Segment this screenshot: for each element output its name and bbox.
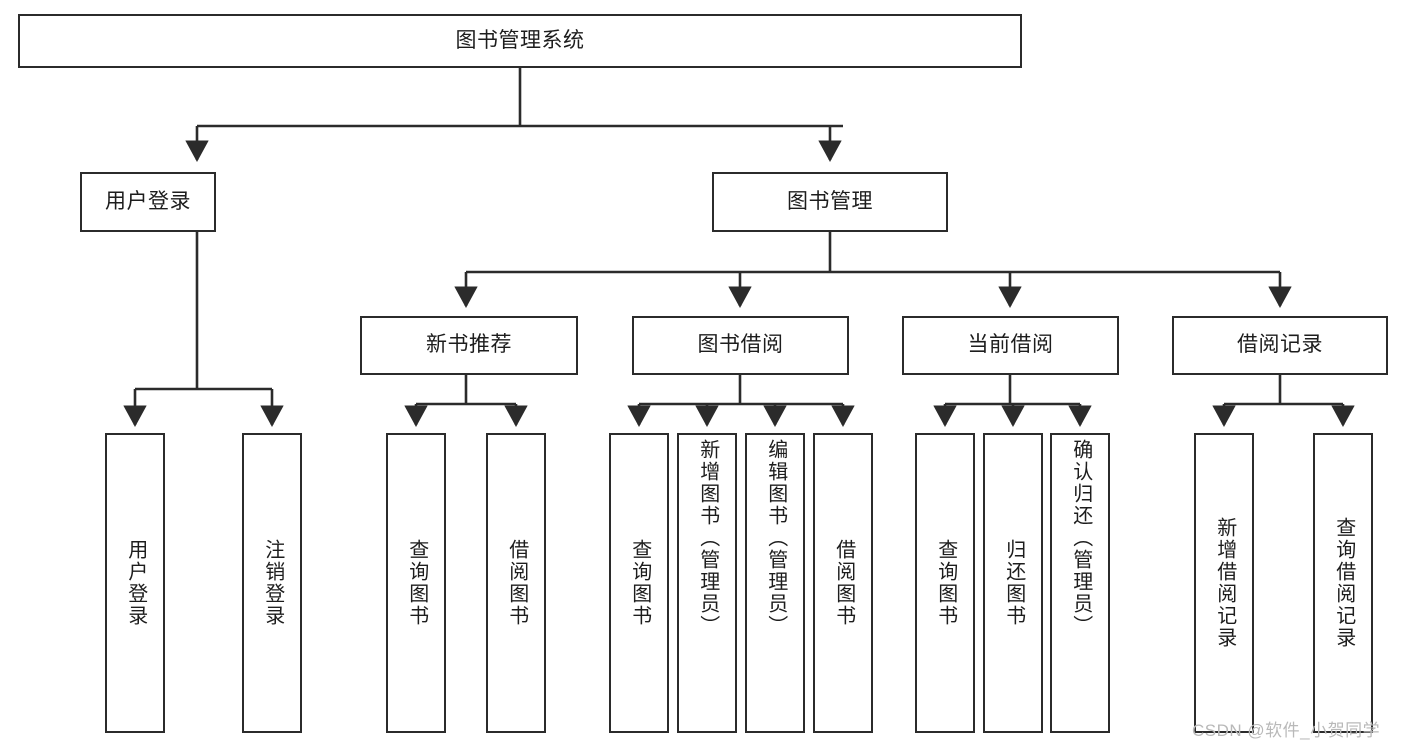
leaf-query-book-current[interactable]: 查询图书 (915, 433, 975, 733)
node-label: 归还图书 (1002, 539, 1025, 627)
node-label: 图书管理系统 (455, 28, 585, 52)
node-label: 查询图书 (934, 539, 957, 627)
node-label: 借阅记录 (1237, 333, 1323, 357)
node-label: 用户登录 (124, 539, 147, 627)
node-label: 新增借阅记录 (1213, 517, 1236, 649)
node-label: 查询借阅记录 (1332, 517, 1355, 649)
leaf-borrow-book-borrow[interactable]: 借阅图书 (813, 433, 873, 733)
node-label: 查询图书 (405, 539, 428, 627)
leaf-confirm-return-admin[interactable]: 确认归还（管理员） (1050, 433, 1110, 733)
node-label: 新增图书（管理员） (696, 439, 719, 637)
csdn-watermark: CSDN @软件_小贺同学 (1192, 721, 1381, 740)
node-label: 借阅图书 (505, 539, 528, 627)
leaf-logout-login[interactable]: 注销登录 (242, 433, 302, 733)
leaf-query-book-recommend[interactable]: 查询图书 (386, 433, 446, 733)
leaf-add-borrow-record[interactable]: 新增借阅记录 (1194, 433, 1254, 733)
node-user-login[interactable]: 用户登录 (80, 172, 216, 232)
node-label: 当前借阅 (967, 333, 1054, 357)
node-label: 新书推荐 (426, 333, 512, 357)
leaf-add-book-admin[interactable]: 新增图书（管理员） (677, 433, 737, 733)
leaf-query-borrow-record[interactable]: 查询借阅记录 (1313, 433, 1373, 733)
node-book-borrow[interactable]: 图书借阅 (632, 316, 849, 375)
node-label: 确认归还（管理员） (1069, 439, 1092, 637)
leaf-edit-book-admin[interactable]: 编辑图书（管理员） (745, 433, 805, 733)
leaf-user-login[interactable]: 用户登录 (105, 433, 165, 733)
leaf-query-book-borrow[interactable]: 查询图书 (609, 433, 669, 733)
node-borrow-record[interactable]: 借阅记录 (1172, 316, 1388, 375)
node-label: 图书管理 (787, 189, 873, 213)
node-new-book-recommend[interactable]: 新书推荐 (360, 316, 578, 375)
node-label: 借阅图书 (832, 539, 855, 627)
node-label: 注销登录 (261, 539, 284, 627)
leaf-borrow-book-recommend[interactable]: 借阅图书 (486, 433, 546, 733)
node-label: 用户登录 (105, 189, 191, 213)
node-label: 图书借阅 (697, 333, 784, 357)
node-book-management[interactable]: 图书管理 (712, 172, 948, 232)
leaf-return-book[interactable]: 归还图书 (983, 433, 1043, 733)
node-label: 查询图书 (628, 539, 651, 627)
node-current-borrow[interactable]: 当前借阅 (902, 316, 1119, 375)
node-label: 编辑图书（管理员） (764, 439, 787, 637)
node-root-book-management-system[interactable]: 图书管理系统 (18, 14, 1022, 68)
